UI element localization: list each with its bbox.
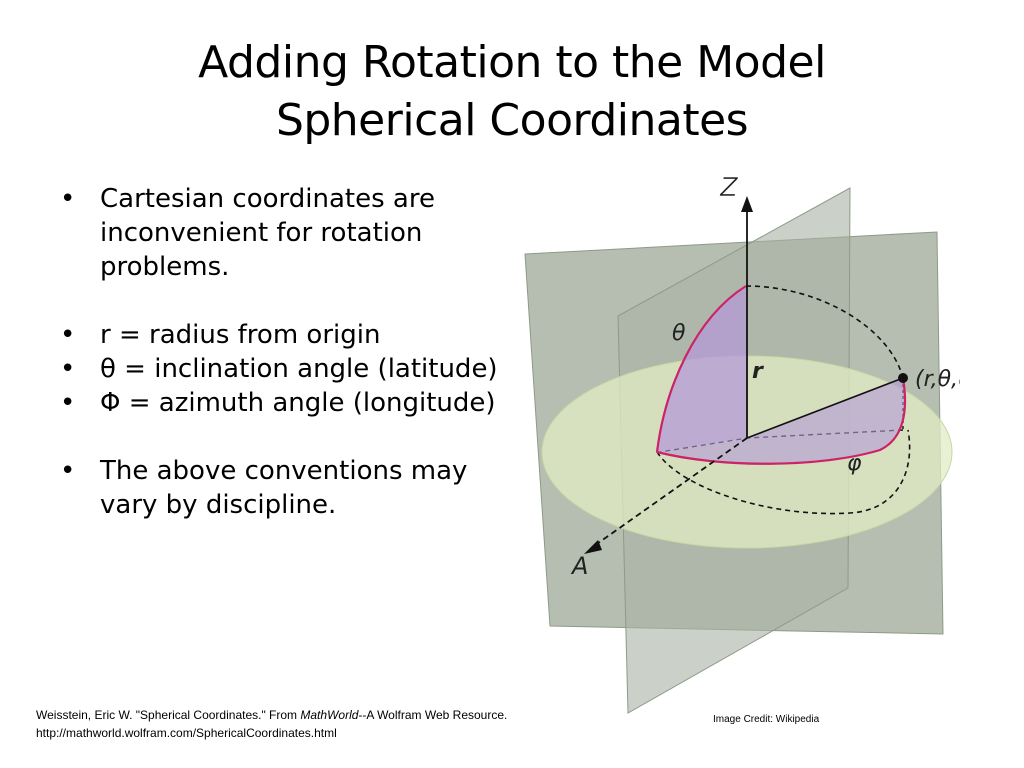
phi-wedge [657,378,906,464]
theta-wedge [657,286,747,452]
citation-prefix: Weisstein, Eric W. "Spherical Coordinate… [36,708,301,722]
bullet-marker: • [60,388,76,418]
z-axis-arrow [741,196,753,212]
title-line-1: Adding Rotation to the Model [198,37,826,88]
a-axis-arrow [584,540,602,554]
equator-dashed-arc [656,429,911,515]
theta-arc [655,285,747,453]
citation-suffix: --A Wolfram Web Resource. http://mathwor… [36,708,508,740]
phi-arc [656,377,907,465]
bullet-marker: • [60,320,76,350]
bullet-marker: • [60,456,76,486]
meridian-dashed-arc [745,285,904,379]
bullet-item: • θ = inclination angle (latitude) [58,352,518,386]
radius-line [746,377,904,439]
bullet-text: θ = inclination angle (latitude) [100,354,498,384]
bullet-item: • r = radius from origin [58,318,518,352]
z-axis-label: Z [719,173,739,203]
citation: Weisstein, Eric W. "Spherical Coordinate… [36,706,516,742]
bullet-text: Cartesian coordinates are inconvenient f… [100,184,435,282]
bullet-item: • Cartesian coordinates are inconvenient… [58,182,518,284]
a-axis [593,437,748,547]
point-label: (r,θ,φ) [915,367,960,392]
coordinate-point [898,373,908,383]
theta-label: θ [672,321,686,346]
bullet-marker: • [60,354,76,384]
radius-label: r [752,359,764,384]
bullet-text: Φ = azimuth angle (longitude) [100,388,496,418]
bullet-text: The above conventions may vary by discip… [100,456,468,520]
bullet-list: • Cartesian coordinates are inconvenient… [58,182,518,522]
a-axis-label: A [570,552,588,580]
bullet-item: • Φ = azimuth angle (longitude) [58,386,518,420]
bullet-item: • The above conventions may vary by disc… [58,454,518,522]
title-line-2: Spherical Coordinates [275,95,749,146]
bullet-text: r = radius from origin [100,320,381,350]
phi-label: φ [847,451,862,476]
bullet-marker: • [60,184,76,214]
image-credit: Image Credit: Wikipedia [713,714,820,725]
slide-title: Adding Rotation to the Model Spherical C… [0,34,1024,150]
citation-source: MathWorld [300,708,359,722]
spherical-coordinates-figure: Z A r θ φ (r,θ,φ) [524,173,960,714]
